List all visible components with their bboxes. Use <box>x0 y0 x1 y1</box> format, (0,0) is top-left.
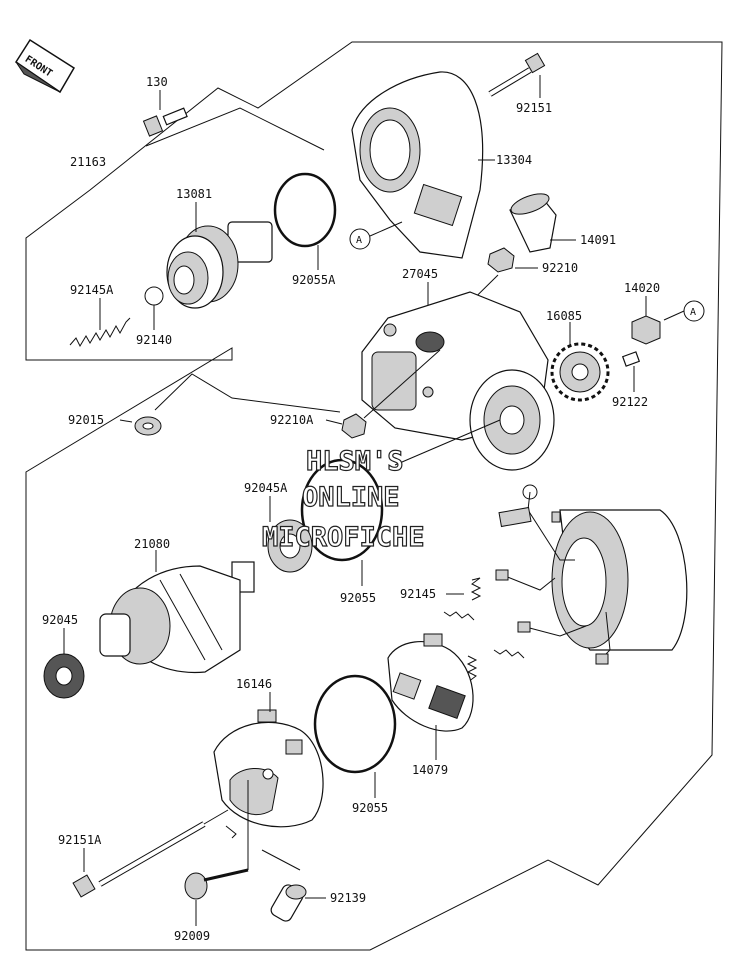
label-92045: 92045 <box>42 613 78 627</box>
svg-text:A: A <box>690 307 696 318</box>
label-21163: 21163 <box>70 155 106 169</box>
brush-holder-14079-icon <box>387 633 474 732</box>
label-13081: 13081 <box>176 187 212 201</box>
callout-a-right: A <box>683 300 705 322</box>
front-arrow-icon: FRONT <box>14 38 76 94</box>
pin-92122-icon <box>621 351 641 367</box>
label-14091: 14091 <box>580 233 616 247</box>
label-92145a: 92145A <box>70 283 114 297</box>
bolt-92151a-icon <box>72 821 206 898</box>
watermark-line-1: HLSM'S <box>306 446 404 477</box>
label-92015: 92015 <box>68 413 104 427</box>
bracket-13304-icon <box>351 71 484 259</box>
oring-92055a-icon <box>273 172 337 248</box>
yoke-assembly-icon <box>495 484 688 665</box>
watermark-line-2: ONLINE <box>302 482 400 513</box>
label-130: 130 <box>146 75 168 89</box>
clutch-13081-icon <box>166 221 273 309</box>
spring-92145a-icon <box>69 317 131 348</box>
inner-group-line <box>145 107 325 151</box>
oring-92055-lower-icon <box>313 674 397 774</box>
label-21080: 21080 <box>134 537 170 551</box>
drive-housing-icon <box>469 369 555 471</box>
bearing-92045a-icon <box>267 519 313 573</box>
screw-92009-icon <box>184 868 249 900</box>
label-16085: 16085 <box>546 309 582 323</box>
label-92045a: 92045A <box>244 481 288 495</box>
label-92145: 92145 <box>400 587 436 601</box>
label-14079: 14079 <box>412 763 448 777</box>
gear-16085-icon <box>550 342 610 402</box>
ball-92140-icon <box>144 286 164 306</box>
label-92055-lower: 92055 <box>352 801 388 815</box>
washer-92015-icon <box>134 416 162 436</box>
oring-92055-upper-icon <box>300 458 384 562</box>
callout-a-left: A <box>349 228 371 250</box>
label-16146: 16146 <box>236 677 272 691</box>
label-92210a: 92210A <box>270 413 314 427</box>
label-92139: 92139 <box>330 891 366 905</box>
assembly-boundary <box>25 41 723 951</box>
label-13304: 13304 <box>496 153 532 167</box>
label-92009: 92009 <box>174 929 210 943</box>
bolt-130-icon <box>142 107 188 137</box>
label-92210: 92210 <box>542 261 578 275</box>
label-14020: 14020 <box>624 281 660 295</box>
bearing-92045-icon <box>43 653 85 699</box>
armature-21080-icon <box>99 561 255 674</box>
label-27045: 27045 <box>402 267 438 281</box>
springs-92145-icon <box>443 577 525 683</box>
nut-92210-icon <box>487 247 515 273</box>
plug-92139-icon <box>270 884 307 922</box>
svg-text:A: A <box>356 235 362 246</box>
bolt-92151-icon <box>488 52 546 97</box>
label-92055a: 92055A <box>292 273 336 287</box>
label-92055-upper: 92055 <box>340 591 376 605</box>
nut-14020-icon <box>631 315 661 345</box>
nut-92210a-icon <box>341 413 367 439</box>
label-92151: 92151 <box>516 101 552 115</box>
label-92151a: 92151A <box>58 833 102 847</box>
end-cover-16146-icon <box>213 709 324 828</box>
label-92140: 92140 <box>136 333 172 347</box>
label-92122: 92122 <box>612 395 648 409</box>
watermark-line-3: MICROFICHE <box>262 522 425 553</box>
boot-14091-icon <box>509 193 557 253</box>
